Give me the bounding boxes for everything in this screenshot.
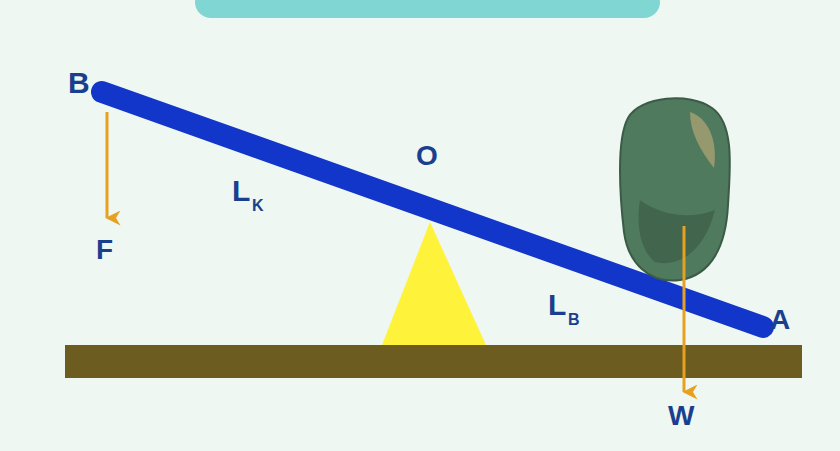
arm-label: L [232, 176, 250, 206]
arm-label: L [548, 290, 566, 320]
top-banner [195, 0, 660, 18]
lever-beam [102, 92, 763, 327]
ground [65, 345, 802, 378]
weight-arrow [683, 226, 686, 392]
point-label: A [770, 306, 790, 334]
arm-subscript: B [568, 312, 580, 328]
rock [620, 98, 730, 280]
fulcrum-label: O [416, 142, 438, 170]
force-label: F [96, 236, 113, 264]
point-label: B [68, 68, 90, 98]
fulcrum [382, 222, 486, 345]
force-arrow [106, 112, 109, 218]
weight-label: W [668, 402, 694, 430]
arm-subscript: K [252, 198, 264, 214]
